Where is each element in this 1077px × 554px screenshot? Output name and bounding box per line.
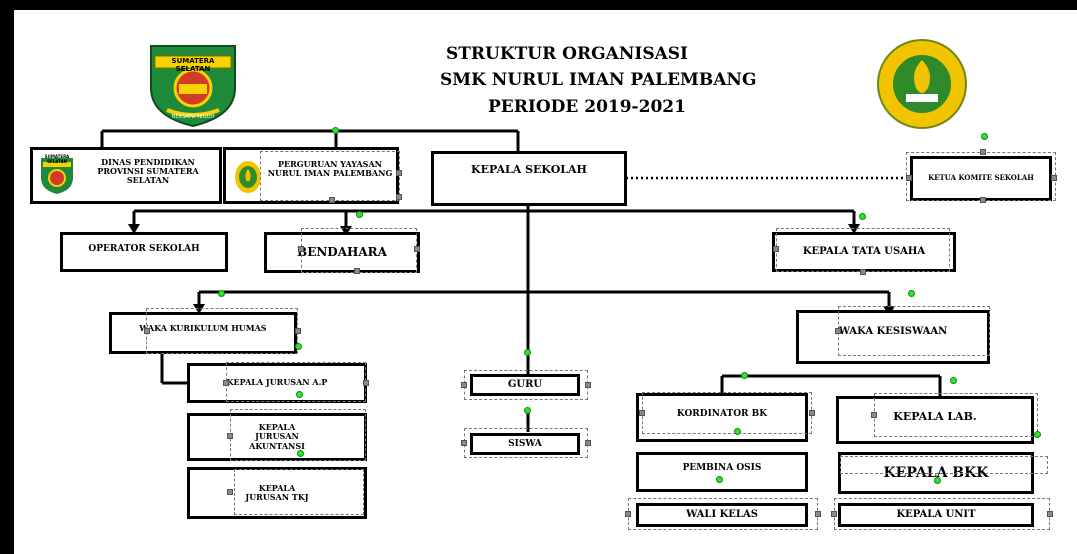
pembina-osis-label: PEMBINA OSIS [682, 463, 762, 473]
dinas-pendidikan-label: DINAS PENDIDIKAN PROVINSI SUMATERA SELAT… [97, 157, 199, 186]
rotation-handle[interactable] [934, 477, 941, 484]
guru-label: GURU [507, 379, 543, 391]
waka-kesiswaan-label: WAKA KESISWAAN [838, 326, 948, 337]
rotation-handle[interactable] [734, 428, 741, 435]
rotation-handle[interactable] [524, 407, 531, 414]
resize-handle[interactable] [354, 268, 360, 274]
rotation-handle[interactable] [950, 377, 957, 384]
resize-handle[interactable] [980, 197, 986, 203]
waka-kurikulum-label: WAKA KURIKULUM HUMAS [139, 323, 267, 333]
resize-handle[interactable] [809, 410, 815, 416]
resize-handle[interactable] [295, 328, 301, 334]
kepala-lab-label: KEPALA LAB. [893, 410, 977, 423]
rotation-handle[interactable] [524, 349, 531, 356]
kepala-jurusan-akuntansi-box: KEPALA JURUSAN AKUNTANSI [187, 413, 367, 461]
resize-handle[interactable] [1051, 175, 1057, 181]
perguruan-yayasan-box: PERGURUAN YAYASAN NURUL IMAN PALEMBANG [223, 147, 399, 204]
resize-handle[interactable] [329, 197, 335, 203]
sumatera-selatan-logo: SUMATERA SELATAN BERSATU TEGUH [145, 40, 241, 128]
left-logo-text-bottom: BERSATU TEGUH [171, 114, 215, 120]
kepala-lab-box: KEPALA LAB. [836, 396, 1034, 444]
kepala-bkk-box: KEPALA BKK [838, 452, 1034, 494]
resize-handle[interactable] [906, 175, 912, 181]
kepala-tata-usaha-box: KEPALA TATA USAHA [772, 232, 956, 272]
bendahara-label: BENDAHARA [297, 244, 387, 259]
rotation-handle[interactable] [981, 133, 988, 140]
resize-handle[interactable] [585, 382, 591, 388]
resize-handle[interactable] [363, 380, 369, 386]
rotation-handle[interactable] [908, 290, 915, 297]
rotation-handle[interactable] [716, 476, 723, 483]
kepala-unit-box: KEPALA UNIT [838, 503, 1034, 527]
rotation-handle[interactable] [297, 450, 304, 457]
resize-handle[interactable] [227, 489, 233, 495]
dinas-logo-text: SUMATERA SELATAN [44, 154, 70, 164]
rotation-handle[interactable] [218, 290, 225, 297]
chart-title-line3: PERIODE 2019-2021 [488, 97, 686, 117]
waka-kesiswaan-box: WAKA KESISWAAN [796, 310, 990, 364]
wali-kelas-label: WALI KELAS [686, 509, 758, 521]
resize-handle[interactable] [835, 328, 841, 334]
resize-handle[interactable] [298, 246, 304, 252]
resize-handle[interactable] [815, 511, 821, 517]
kepala-sekolah-label: KEPALA SEKOLAH [471, 163, 587, 176]
guru-box: GURU [470, 374, 580, 396]
left-logo-text-top: SUMATERA SELATAN [171, 57, 215, 73]
resize-handle[interactable] [227, 433, 233, 439]
resize-handle[interactable] [831, 511, 837, 517]
resize-handle[interactable] [1047, 511, 1053, 517]
rotation-handle[interactable] [356, 211, 363, 218]
kordinator-bk-label: KORDINATOR BK [676, 409, 768, 419]
kepala-jurusan-ap-label: KEPALA JURUSAN A.P [226, 377, 328, 388]
wali-kelas-box: WALI KELAS [636, 503, 808, 527]
resize-handle[interactable] [773, 246, 779, 252]
rotation-handle[interactable] [296, 391, 303, 398]
resize-handle[interactable] [144, 328, 150, 334]
resize-handle[interactable] [396, 170, 402, 176]
kepala-bkk-label: KEPALA BKK [883, 464, 989, 481]
ketua-komite-label: KETUA KOMITE SEKOLAH [928, 173, 1034, 183]
operator-sekolah-label: OPERATOR SEKOLAH [88, 244, 200, 254]
chart-title-line2: SMK NURUL IMAN PALEMBANG [440, 70, 757, 90]
rotation-handle[interactable] [859, 213, 866, 220]
chart-title-line1: STRUKTUR ORGANISASI [446, 44, 689, 64]
kepala-jurusan-tkj-label: KEPALA JURUSAN TKJ [245, 482, 309, 502]
resize-handle[interactable] [414, 246, 420, 252]
rotation-handle[interactable] [295, 343, 302, 350]
kordinator-bk-box: KORDINATOR BK [636, 393, 808, 442]
resize-handle[interactable] [461, 440, 467, 446]
resize-handle[interactable] [860, 269, 866, 275]
kepala-sekolah-box: KEPALA SEKOLAH [431, 151, 627, 206]
nurul-iman-logo [876, 38, 968, 130]
resize-handle[interactable] [980, 149, 986, 155]
resize-handle[interactable] [585, 440, 591, 446]
dinas-pendidikan-box: SUMATERA SELATAN DINAS PENDIDIKAN PROVIN… [30, 147, 222, 204]
perguruan-logo-icon [234, 160, 262, 194]
dinas-logo-icon [39, 156, 75, 196]
rotation-handle[interactable] [1034, 431, 1041, 438]
resize-handle[interactable] [223, 380, 229, 386]
bendahara-box: BENDAHARA [264, 232, 420, 273]
rotation-handle[interactable] [741, 372, 748, 379]
resize-handle[interactable] [639, 410, 645, 416]
kepala-jurusan-ap-box: KEPALA JURUSAN A.P [187, 363, 367, 403]
kepala-unit-label: KEPALA UNIT [896, 509, 976, 521]
resize-handle[interactable] [396, 194, 402, 200]
operator-sekolah-box: OPERATOR SEKOLAH [60, 232, 228, 272]
siswa-label: SISWA [508, 438, 542, 449]
org-chart-canvas: STRUKTUR ORGANISASI SMK NURUL IMAN PALEM… [14, 10, 1077, 554]
rotation-handle[interactable] [332, 127, 339, 134]
kepala-jurusan-akuntansi-label: KEPALA JURUSAN AKUNTANSI [249, 422, 305, 451]
resize-handle[interactable] [625, 511, 631, 517]
ketua-komite-box: KETUA KOMITE SEKOLAH [910, 156, 1052, 201]
kepala-tata-usaha-label: KEPALA TATA USAHA [802, 246, 926, 258]
siswa-box: SISWA [470, 433, 580, 455]
kepala-jurusan-tkj-box: KEPALA JURUSAN TKJ [187, 467, 367, 519]
waka-kurikulum-box: WAKA KURIKULUM HUMAS [109, 312, 297, 354]
resize-handle[interactable] [461, 382, 467, 388]
resize-handle[interactable] [871, 412, 877, 418]
pembina-osis-box: PEMBINA OSIS [636, 452, 808, 492]
perguruan-yayasan-label: PERGURUAN YAYASAN NURUL IMAN PALEMBANG [267, 159, 393, 179]
